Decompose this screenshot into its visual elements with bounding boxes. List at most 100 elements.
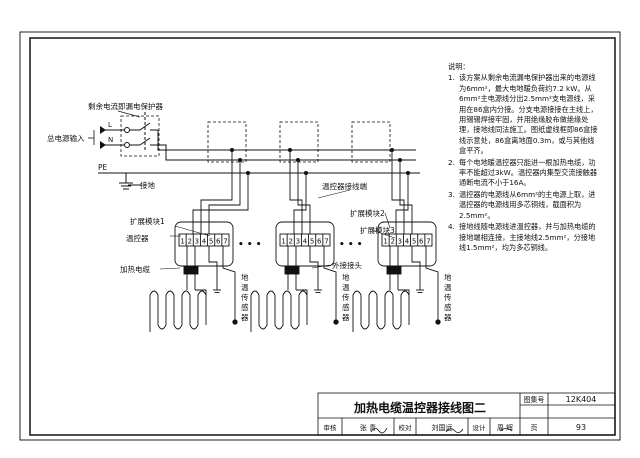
heating-cable-loop xyxy=(250,289,308,330)
supply-PE-wire xyxy=(293,173,307,234)
design-label: 设计 xyxy=(473,423,487,432)
note-number: 3. xyxy=(448,189,455,199)
thermostat-housing xyxy=(275,221,335,267)
terminal-number: 4 xyxy=(303,238,308,246)
rcd-enclosure xyxy=(120,115,160,157)
atlas-no-label: 图集号 xyxy=(524,395,545,404)
thermostat-unit-3 xyxy=(352,147,441,332)
title-text: 加热电缆温控器接线图二 xyxy=(353,400,486,415)
ext-joint-label: 外接接头 xyxy=(332,260,362,270)
notes-heading: 说明： xyxy=(448,62,470,71)
sensor-tip xyxy=(333,319,339,325)
terminal-number: 1 xyxy=(383,238,387,246)
outer-border xyxy=(19,31,621,441)
terminal-number: 2 xyxy=(288,238,292,246)
thermostat-label: 温控器 xyxy=(126,233,149,243)
floor-sensor-label: 传 xyxy=(342,292,350,302)
sensor-tip xyxy=(435,319,441,325)
leader-line xyxy=(174,225,211,237)
designer-name: 周 辉 xyxy=(497,424,513,432)
sensor-lead xyxy=(425,246,439,320)
expansion-module-1-label: 扩展模块1 xyxy=(130,216,165,226)
heating-cable-label: 加热电缆 xyxy=(120,264,150,274)
junction-dot xyxy=(397,157,403,163)
supply-L-wire xyxy=(200,150,233,234)
heating-cable-loop xyxy=(352,289,410,330)
junction-box-1 xyxy=(207,121,247,163)
floor-sensor-label: 感 xyxy=(241,302,249,312)
expansion-module-3-label: 扩展模块3 xyxy=(360,225,395,235)
junction-dot xyxy=(389,147,395,153)
terminal-number: 4 xyxy=(405,238,410,246)
cable-joint xyxy=(183,265,199,275)
supply-N-wire xyxy=(399,160,413,234)
junction-dot xyxy=(245,170,251,176)
floor-sensor-label: 地 xyxy=(444,272,452,282)
floor-sensor-label: 传 xyxy=(444,292,452,302)
terminal-number: 1 xyxy=(281,238,285,246)
terminal-number: 7 xyxy=(426,238,430,246)
sensor-lead xyxy=(323,246,337,320)
leader-line xyxy=(159,267,181,270)
terminal-number: 4 xyxy=(202,238,207,246)
notes-block: 说明： 1. 该方案从剩余电流漏电保护器出来的电源线为6mm²，最大电地暖负荷约… xyxy=(448,62,598,253)
terminal-number: 6 xyxy=(317,238,322,246)
thermostat-housing xyxy=(174,221,234,267)
leader-line xyxy=(311,264,331,269)
floor-sensor-label: 器 xyxy=(342,313,350,322)
expansion-module-2-label: 扩展模块2 xyxy=(350,208,385,218)
terminal-number: 5 xyxy=(310,238,314,246)
floor-sensor-label: 器 xyxy=(241,313,249,322)
floor-sensor-label: 感 xyxy=(444,302,452,312)
PE-label: PE xyxy=(98,163,108,172)
title-block-lines xyxy=(317,392,616,436)
note-number: 4. xyxy=(448,222,455,232)
supply-L-wire xyxy=(391,150,405,234)
input-arrow-N xyxy=(100,141,106,149)
terminal-strip xyxy=(381,233,433,247)
cable-joint xyxy=(284,265,300,275)
junction-dot xyxy=(237,157,243,163)
note-text: 每个电地暖温控器只能进一根加热电缆，功率不能超过3kW。温控器内集型交流接触器通… xyxy=(459,157,598,188)
floor-sensor-label: 地 xyxy=(342,272,350,282)
page-label: 页 xyxy=(531,424,538,432)
floor-sensor-label: 地 xyxy=(241,272,249,282)
junction-box-3 xyxy=(351,121,391,163)
ground-label: 接地 xyxy=(140,180,155,190)
power-input-label: 总电源输入 xyxy=(47,133,85,143)
terminal-number: 6 xyxy=(216,238,221,246)
note-number: 1. xyxy=(448,73,455,83)
junction-dot xyxy=(295,157,301,163)
junction-dot xyxy=(405,170,411,176)
ground-tail xyxy=(309,246,319,290)
note-text: 温控器的电源线从6mm²的主电源上取，进温控器的电源线用多芯铜线，截面积为2.5… xyxy=(459,189,596,220)
ground-tail xyxy=(411,246,421,290)
thermostat-unit-2 xyxy=(250,147,339,332)
floor-sensor-label: 温 xyxy=(241,283,249,292)
thermostat-housing xyxy=(377,221,437,267)
atlas-no-value: 12K404 xyxy=(566,395,597,404)
reviewer-name: 张 青 xyxy=(360,423,376,432)
floor-sensor-label: 感 xyxy=(342,302,350,312)
note-number: 2. xyxy=(448,157,455,167)
terminal-number: 3 xyxy=(195,238,199,246)
heating-cable-loop xyxy=(149,289,207,330)
review-label: 审核 xyxy=(324,423,338,432)
junction-dot xyxy=(229,147,235,153)
designer-signature xyxy=(499,428,513,432)
thermostat-unit-1 xyxy=(149,147,251,332)
supply-L-wire xyxy=(289,150,303,234)
sensor-tip xyxy=(232,319,238,325)
terminal-strip xyxy=(279,233,331,247)
N-label: N xyxy=(108,136,113,144)
main-bus xyxy=(98,112,420,190)
supply-N-wire xyxy=(297,160,311,234)
note-item-3: 3. 温控器的电源线从6mm²的主电源上取，进温控器的电源线用多芯铜线，截面积为… xyxy=(448,190,598,221)
note-item-1: 1. 该方案从剩余电流漏电保护器出来的电源线为6mm²，最大电地暖负荷约7.2 … xyxy=(448,73,598,156)
supply-N-wire xyxy=(208,160,241,234)
checker-signature xyxy=(445,428,464,433)
leader-line xyxy=(371,229,396,239)
terminal-number: 7 xyxy=(324,238,328,246)
